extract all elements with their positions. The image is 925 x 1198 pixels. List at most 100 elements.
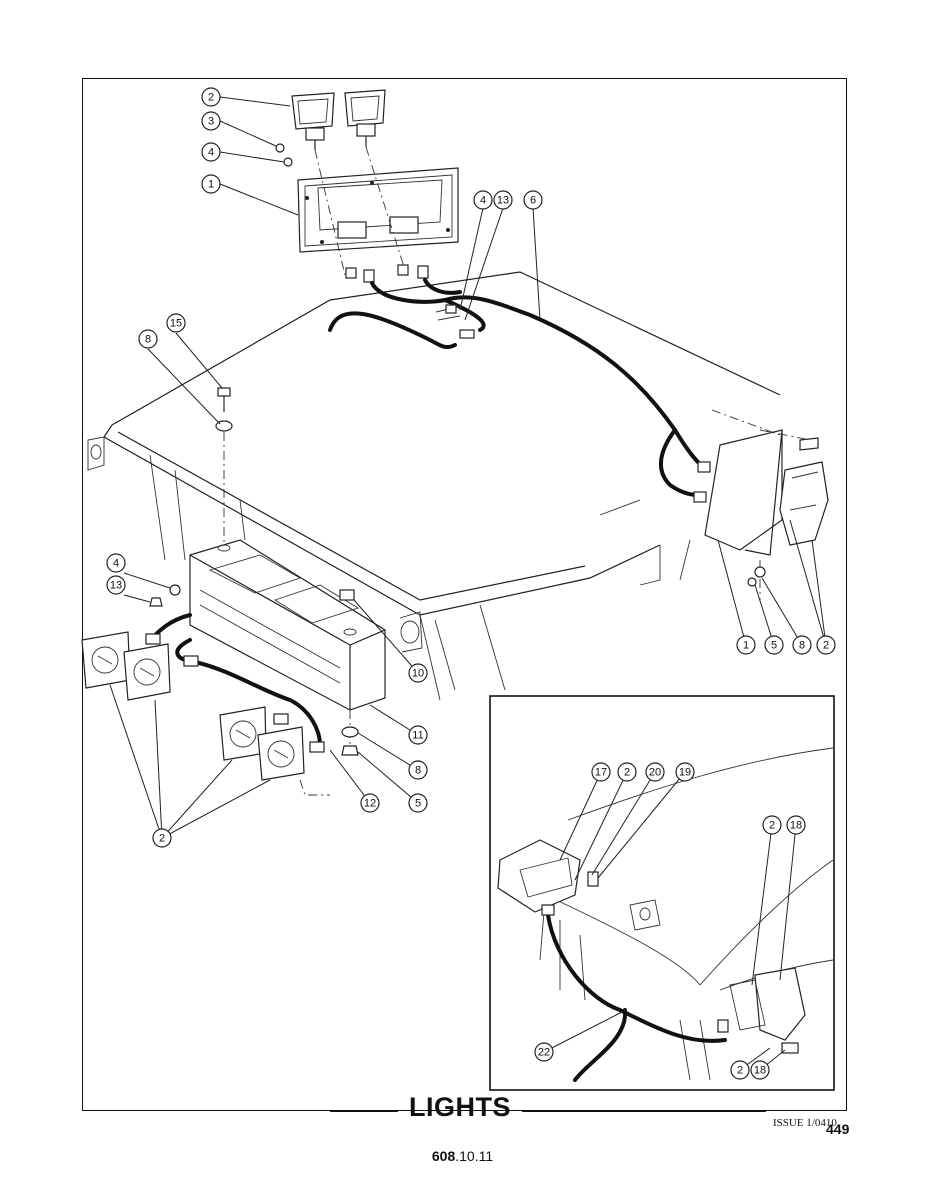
callout-circle <box>152 828 172 848</box>
callout-circle <box>675 762 695 782</box>
callout-number: 11 <box>412 730 423 742</box>
callout-circle <box>473 190 493 210</box>
front-harness <box>145 613 325 753</box>
callout-circle <box>360 793 380 813</box>
callout-number: 2 <box>208 92 214 104</box>
callout-number: 10 <box>412 668 424 680</box>
top-lamp-right <box>344 89 386 147</box>
callout-circle <box>166 313 186 333</box>
top-lamp-left <box>291 92 335 150</box>
callout-4: 4 <box>106 553 126 573</box>
issue-label: ISSUE 1/0410 <box>773 1117 837 1129</box>
callout-circle <box>617 762 637 782</box>
callout-number: 2 <box>624 767 630 779</box>
callout-8: 8 <box>408 760 428 780</box>
callout-22: 22 <box>534 1042 554 1062</box>
callout-number: 18 <box>754 1065 766 1077</box>
callout-circle <box>408 663 428 683</box>
callout-number: 13 <box>497 195 509 207</box>
callout-17: 17 <box>591 762 611 782</box>
callout-circle <box>792 635 812 655</box>
callout-number: 15 <box>170 318 182 330</box>
chassis-outline <box>87 271 781 701</box>
callout-circle <box>408 760 428 780</box>
callout-labels <box>109 96 827 1071</box>
diagram-frame <box>82 78 847 1111</box>
callout-circle <box>750 1060 770 1080</box>
callout-number: 1 <box>743 640 749 652</box>
callout-3: 3 <box>201 111 221 131</box>
callout-1: 1 <box>736 635 756 655</box>
callout-number: 22 <box>538 1047 550 1059</box>
callout-13: 13 <box>493 190 513 210</box>
title-rule-right <box>522 1111 766 1112</box>
rear-lamp-housing <box>693 409 829 600</box>
callout-1: 1 <box>201 174 221 194</box>
callout-number: 2 <box>737 1065 743 1077</box>
callout-18: 18 <box>786 815 806 835</box>
callout-circle <box>736 635 756 655</box>
wiring-harness <box>328 278 707 497</box>
doc-number-main: 608 <box>431 1148 456 1164</box>
callout-circle <box>816 635 836 655</box>
callout-15: 15 <box>166 313 186 333</box>
nut-3 <box>275 143 285 153</box>
callout-13: 13 <box>106 575 126 595</box>
callout-number: 18 <box>790 820 802 832</box>
callout-4: 4 <box>201 142 221 162</box>
callout-8: 8 <box>138 329 158 349</box>
callout-number: 2 <box>159 833 165 845</box>
callout-number: 20 <box>649 767 661 779</box>
callout-number: 19 <box>679 767 691 779</box>
callout-5: 5 <box>408 793 428 813</box>
callout-number: 4 <box>113 558 119 570</box>
callout-circle <box>106 575 126 595</box>
callout-circle <box>493 190 513 210</box>
callout-8: 8 <box>792 635 812 655</box>
callout-number: 17 <box>595 767 607 779</box>
callout-number: 5 <box>771 640 777 652</box>
title-bar: LIGHTS <box>0 1092 925 1132</box>
callout-circle <box>408 793 428 813</box>
lamp-box <box>189 539 386 711</box>
callout-2: 2 <box>152 828 172 848</box>
callout-circle <box>730 1060 750 1080</box>
callout-4: 4 <box>473 190 493 210</box>
callout-2: 2 <box>816 635 836 655</box>
callout-10: 10 <box>408 663 428 683</box>
inset-detail <box>497 747 834 1082</box>
callout-2: 2 <box>617 762 637 782</box>
callout-number: 12 <box>364 798 376 810</box>
callout-circle <box>591 762 611 782</box>
callout-number: 4 <box>480 195 486 207</box>
callout-20: 20 <box>645 762 665 782</box>
callout-circle <box>762 815 782 835</box>
callout-11: 11 <box>408 725 428 745</box>
nut-5-lower <box>341 745 359 756</box>
callout-number: 1 <box>208 179 214 191</box>
page-title: LIGHTS <box>409 1092 511 1122</box>
callout-number: 8 <box>145 334 151 346</box>
callout-circle <box>523 190 543 210</box>
callout-18: 18 <box>750 1060 770 1080</box>
page-number: 449 <box>826 1121 850 1137</box>
callout-2: 2 <box>762 815 782 835</box>
callout-number: 5 <box>415 798 421 810</box>
callout-number: 13 <box>110 580 122 592</box>
callout-circle <box>764 635 784 655</box>
front-lamp-3 <box>219 706 267 761</box>
callout-circle <box>201 111 221 131</box>
front-lamp-4 <box>257 726 305 781</box>
callout-2: 2 <box>201 87 221 107</box>
callout-number: 4 <box>208 147 214 159</box>
title-rule-left <box>330 1111 398 1112</box>
callout-19: 19 <box>675 762 695 782</box>
callout-number: 8 <box>799 640 805 652</box>
callout-number: 2 <box>823 640 829 652</box>
callout-circle <box>645 762 665 782</box>
washer-8-lower <box>341 726 359 738</box>
mounting-plate <box>297 167 459 253</box>
callout-number: 2 <box>769 820 775 832</box>
